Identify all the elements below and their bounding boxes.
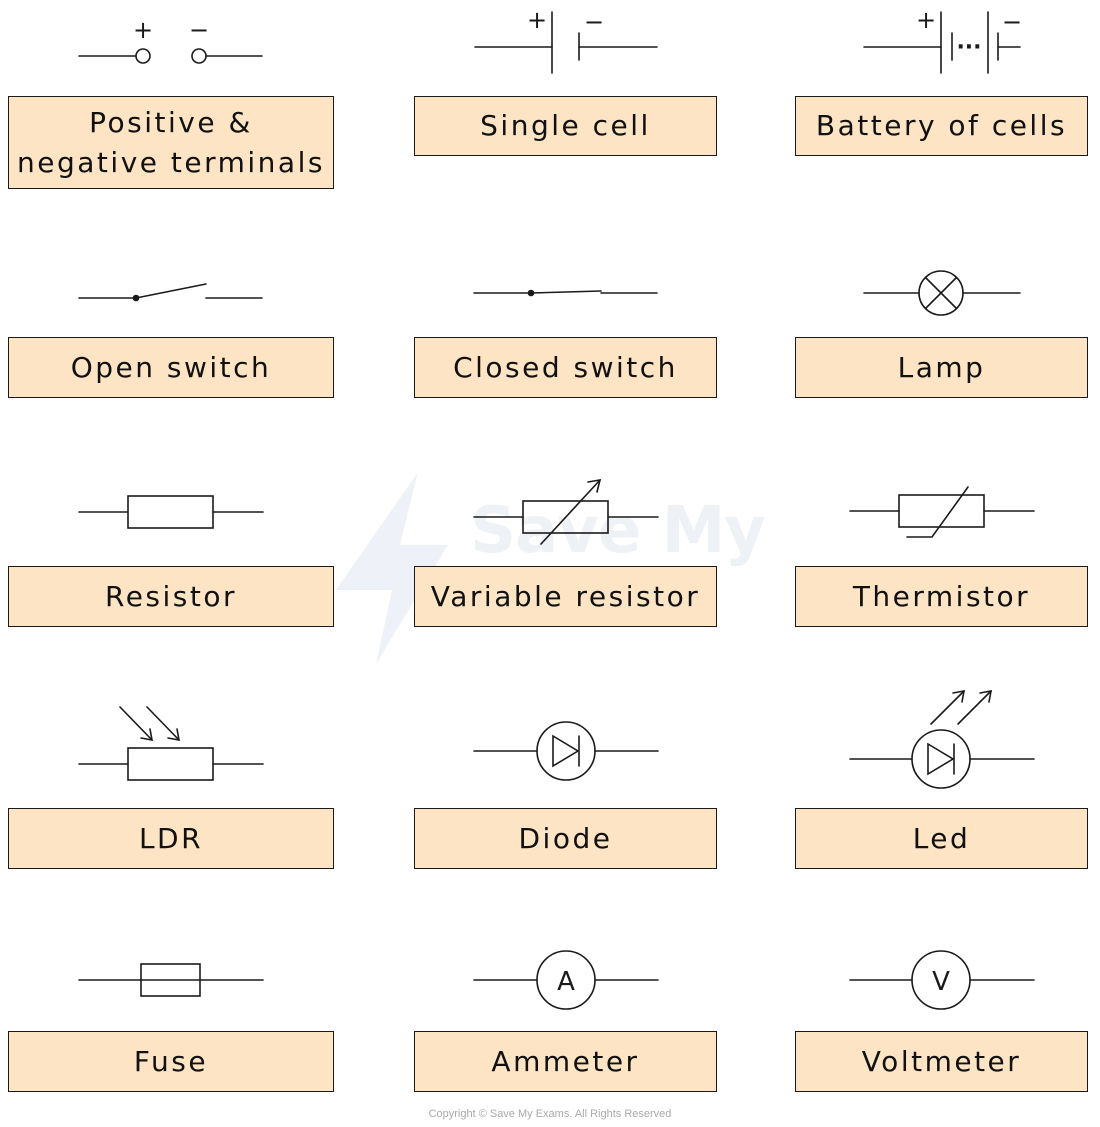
battery-plus-sign: + [916,6,936,34]
terminals-minus-sign: − [189,16,209,44]
voltmeter-letter: V [932,967,950,997]
ldr-symbol [78,706,264,781]
label-single-cell: Single cell [414,96,717,156]
terminals-symbol: + − [78,16,263,64]
label-diode: Diode [414,808,717,869]
label-ammeter: Ammeter [414,1031,717,1092]
label-variable-resistor: Variable resistor [414,566,717,627]
battery-symbol: ··· + − [863,6,1022,74]
fuse-symbol [78,963,264,997]
label-fuse: Fuse [8,1031,334,1092]
label-open-switch: Open switch [8,337,334,398]
single-cell-plus-sign: + [527,6,547,34]
led-symbol [849,690,1035,789]
label-led: Led [795,808,1088,869]
label-ldr: LDR [8,808,334,869]
label-voltmeter: Voltmeter [795,1031,1088,1092]
label-lamp: Lamp [795,337,1088,398]
diode-symbol [473,721,659,781]
voltmeter-symbol: V [849,950,1035,1010]
variable-resistor-symbol [473,479,659,545]
watermark-line-1: Save My [470,494,766,568]
lamp-symbol [863,270,1021,316]
label-battery: Battery of cells [795,96,1088,156]
closed-switch-symbol [473,289,658,297]
ammeter-symbol: A [473,950,659,1010]
terminals-plus-sign: + [133,16,153,44]
label-resistor: Resistor [8,566,334,627]
label-thermistor: Thermistor [795,566,1088,627]
thermistor-symbol [849,486,1035,538]
label-terminals: Positive & negative terminals [8,96,334,189]
single-cell-symbol: + − [474,6,658,74]
ammeter-letter: A [557,967,575,997]
battery-minus-sign: − [1002,8,1022,36]
label-closed-switch: Closed switch [414,337,717,398]
battery-dots: ··· [956,35,981,60]
resistor-symbol [78,495,264,529]
copyright-notice: Copyright © Save My Exams. All Rights Re… [428,1108,672,1120]
single-cell-minus-sign: − [584,8,604,36]
open-switch-symbol [78,283,263,302]
